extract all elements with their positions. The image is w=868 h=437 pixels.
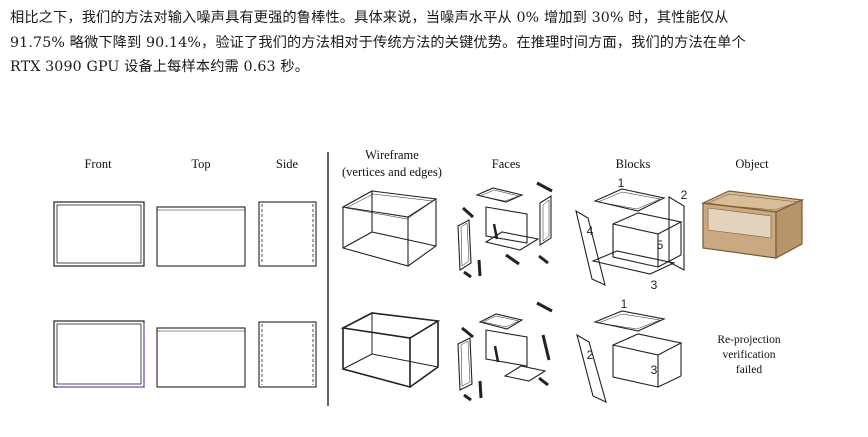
row1-front-view bbox=[53, 201, 145, 267]
row2-block-label-3: 3 bbox=[651, 363, 658, 377]
row1-block-label-1: 1 bbox=[618, 176, 625, 190]
failure-text-line-2: verification bbox=[722, 349, 775, 361]
paragraph-line-2: 91.75% 略微下降到 90.14%，验证了我们的方法相对于传统方法的关键优势… bbox=[10, 34, 746, 51]
header-side: Side bbox=[276, 157, 299, 171]
body-paragraph: 相比之下，我们的方法对输入噪声具有更强的鲁棒性。具体来说，当噪声水平从 0% 增… bbox=[10, 6, 862, 80]
failure-text-line-3: failed bbox=[736, 364, 762, 376]
header-faces: Faces bbox=[492, 157, 521, 171]
row1-side-view bbox=[258, 201, 317, 267]
header-wireframe: Wireframe bbox=[365, 148, 419, 162]
row1-block-label-4: 4 bbox=[587, 224, 594, 238]
row1-block-label-5: 5 bbox=[657, 238, 664, 252]
row1-block-label-2: 2 bbox=[681, 188, 688, 202]
figure: Front Top Side Wireframe (vertices and e… bbox=[0, 140, 868, 437]
header-wireframe-sub: (vertices and edges) bbox=[342, 165, 442, 179]
row1-wireframe-box bbox=[341, 190, 438, 267]
row1-block-label-3: 3 bbox=[651, 278, 658, 292]
paragraph-line-3: RTX 3090 GPU 设备上每样本约需 0.63 秒。 bbox=[10, 59, 310, 75]
row2-front-view bbox=[53, 320, 145, 388]
failure-text-line-1: Re-projection bbox=[717, 334, 780, 346]
row2-block-label-1: 1 bbox=[621, 297, 628, 311]
row1-faces bbox=[457, 181, 553, 279]
header-top: Top bbox=[191, 157, 210, 171]
row2-wireframe-box bbox=[340, 312, 441, 389]
header-blocks: Blocks bbox=[616, 157, 651, 171]
header-object: Object bbox=[735, 157, 769, 171]
header-front: Front bbox=[84, 157, 112, 171]
row2-blocks bbox=[576, 310, 683, 404]
row1-object bbox=[700, 190, 805, 260]
row1-blocks bbox=[575, 188, 685, 286]
row2-top-view bbox=[156, 327, 246, 388]
paragraph-line-1: 相比之下，我们的方法对输入噪声具有更强的鲁棒性。具体来说，当噪声水平从 0% 增… bbox=[10, 10, 729, 26]
row2-faces bbox=[457, 301, 553, 402]
row1-top-view bbox=[156, 206, 246, 267]
row2-side-view bbox=[258, 321, 317, 388]
figure-canvas: Front Top Side Wireframe (vertices and e… bbox=[53, 148, 805, 406]
row2-block-label-2: 2 bbox=[587, 348, 594, 362]
